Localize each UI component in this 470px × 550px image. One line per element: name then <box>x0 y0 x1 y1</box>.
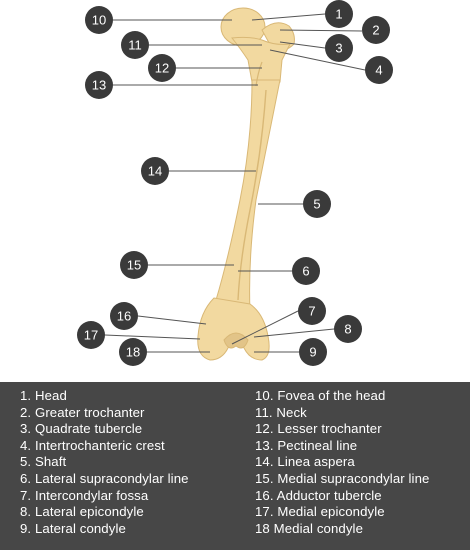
badge-circle <box>85 71 113 99</box>
legend-item: 10. Fovea of the head <box>255 388 386 403</box>
legend-item: 17. Medial epicondyle <box>255 504 385 520</box>
badge-circle <box>365 56 393 84</box>
badge-circle <box>292 257 320 285</box>
leader-line-3 <box>279 41 326 49</box>
badge-circle <box>121 31 149 59</box>
badge-5: 5 <box>303 190 331 218</box>
legend-item: 6. Lateral supracondylar line <box>20 470 189 486</box>
badge-4: 4 <box>365 56 393 84</box>
badge-16: 16 <box>110 302 138 330</box>
number-badges: 1 2 3 4 5 6 7 8 9 10 11 12 13 14 15 16 1… <box>77 0 393 366</box>
badge-circle <box>298 297 326 325</box>
badge-9: 9 <box>299 338 327 366</box>
badge-8: 8 <box>334 315 362 343</box>
legend-item: 7. Intercondylar fossa <box>20 487 149 503</box>
badge-number: 9 <box>309 345 316 360</box>
legend-item: 18 Medial condyle <box>255 520 363 536</box>
badge-number: 15 <box>127 258 141 273</box>
badge-3: 3 <box>325 34 353 62</box>
badge-number: 12 <box>155 61 169 76</box>
badge-number: 10 <box>92 13 106 28</box>
badge-17: 17 <box>77 321 105 349</box>
intercondylar-fossa-shape <box>223 332 249 349</box>
legend-item: 5. Shaft <box>20 454 67 470</box>
leader-line-4 <box>269 49 366 71</box>
badge-number: 8 <box>344 322 351 337</box>
badge-number: 14 <box>148 164 162 179</box>
leader-line-1 <box>251 13 326 21</box>
badge-circle <box>119 338 147 366</box>
femur-neck-shape <box>231 36 291 83</box>
badge-6: 6 <box>292 257 320 285</box>
pectineal-line-ridge <box>255 61 263 87</box>
leader-line-16 <box>137 315 207 325</box>
legend-item: 11. Neck <box>255 404 307 420</box>
badge-number: 13 <box>92 78 106 93</box>
legend-item: 8. Lateral epicondyle <box>20 504 144 520</box>
legend-column-right: 10. Fovea of the head 11. Neck 12. Lesse… <box>255 388 465 537</box>
badge-11: 11 <box>121 31 149 59</box>
badge-14: 14 <box>141 157 169 185</box>
femur-bone <box>197 7 295 361</box>
badge-circle <box>77 321 105 349</box>
badge-18: 18 <box>119 338 147 366</box>
badge-circle <box>334 315 362 343</box>
badge-circle <box>141 157 169 185</box>
legend-item: 9. Lateral condyle <box>20 520 126 536</box>
badge-number: 5 <box>313 197 320 212</box>
legend-item: 3. Quadrate tubercle <box>20 421 143 437</box>
badge-1: 1 <box>325 0 353 28</box>
legend-item: 14. Linea aspera <box>255 454 355 470</box>
badge-7: 7 <box>298 297 326 325</box>
badge-number: 4 <box>375 63 382 78</box>
badge-circle <box>325 34 353 62</box>
legend-item: 1. Head <box>20 388 67 403</box>
femur-shaft-shape <box>215 79 281 313</box>
badge-circle <box>362 16 390 44</box>
badge-circle <box>110 302 138 330</box>
badge-number: 11 <box>128 38 142 53</box>
badge-13: 13 <box>85 71 113 99</box>
badge-circle <box>85 6 113 34</box>
femur-illustration: 1 2 3 4 5 6 7 8 9 10 11 12 13 14 15 16 1… <box>77 0 393 366</box>
badge-number: 17 <box>84 328 98 343</box>
badge-number: 1 <box>335 7 342 22</box>
badge-12: 12 <box>148 54 176 82</box>
legend-item: 13. Pectineal line <box>255 437 358 453</box>
linea-aspera-ridge <box>237 89 267 301</box>
legend-column-left: 1. Head 2. Greater trochanter 3. Quadrat… <box>20 388 245 537</box>
legend-item: 12. Lesser trochanter <box>255 421 382 437</box>
badge-circle <box>299 338 327 366</box>
badge-circle <box>120 251 148 279</box>
badge-number: 6 <box>302 264 309 279</box>
badge-10: 10 <box>85 6 113 34</box>
legend-panel: 1. Head 2. Greater trochanter 3. Quadrat… <box>0 382 470 550</box>
legend-item: 16. Adductor tubercle <box>255 487 382 503</box>
badge-circle <box>325 0 353 28</box>
leader-line-2 <box>279 29 363 32</box>
badge-number: 16 <box>117 309 131 324</box>
leader-line-8 <box>253 328 335 338</box>
badge-2: 2 <box>362 16 390 44</box>
femur-distal-end-shape <box>197 297 270 361</box>
badge-number: 7 <box>308 304 315 319</box>
badge-number: 2 <box>372 23 379 38</box>
legend-item: 15. Medial supracondylar line <box>255 470 430 486</box>
leader-lines <box>104 13 366 353</box>
legend-item: 2. Greater trochanter <box>20 404 145 420</box>
badge-circle <box>148 54 176 82</box>
badge-number: 3 <box>335 41 342 56</box>
badge-number: 18 <box>126 345 140 360</box>
diagram-area: 1 2 3 4 5 6 7 8 9 10 11 12 13 14 15 16 1… <box>77 0 393 366</box>
legend-item: 4. Intertrochanteric crest <box>20 437 165 453</box>
badge-circle <box>303 190 331 218</box>
badge-15: 15 <box>120 251 148 279</box>
leader-line-7 <box>231 310 299 345</box>
leader-line-17 <box>104 334 201 340</box>
